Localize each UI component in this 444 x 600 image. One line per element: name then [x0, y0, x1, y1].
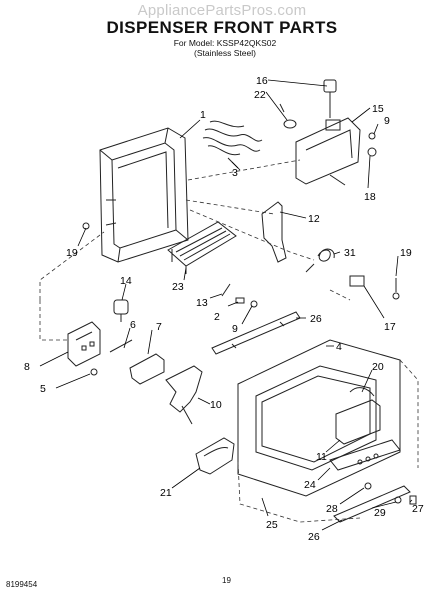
leader-18: [367, 155, 371, 189]
model-info: For Model: KSSP42QKS02 (Stainless Steel): [160, 38, 290, 58]
leader-7: [147, 329, 153, 355]
callout-28: 28: [326, 503, 338, 515]
leader-28: [339, 487, 365, 505]
callout-23: 23: [172, 281, 184, 293]
part-5-screw: [90, 368, 98, 376]
leader-11: [325, 439, 341, 453]
part-26-rail-lower: [333, 485, 411, 523]
part-2-clip: [235, 297, 245, 304]
part-22-connector: [279, 103, 297, 129]
part-3-harness: [202, 120, 263, 169]
part-26-rail-upper: [211, 311, 301, 355]
part-28-screw: [364, 482, 372, 490]
leader-12: [279, 211, 307, 219]
leader-20: [361, 369, 373, 393]
callout-24: 24: [304, 479, 316, 491]
part-14-motor: [113, 299, 129, 322]
callout-25: 25: [266, 519, 278, 531]
leader-5: [55, 373, 91, 389]
callout-18: 18: [364, 191, 376, 203]
callout-17: 17: [384, 321, 396, 333]
callout-26-lower: 26: [308, 531, 320, 543]
document-number: 8199454: [6, 580, 38, 589]
callout-20: 20: [372, 361, 384, 373]
callout-27: 27: [412, 503, 424, 515]
leader-8: [39, 351, 69, 367]
leader-6: [123, 327, 131, 349]
part-23-grille: [167, 221, 237, 274]
callout-11: 11: [316, 451, 327, 463]
leader-17: [363, 285, 385, 319]
leader-9-top: [373, 123, 379, 135]
watermark-text: AppliancePartsPros.com: [137, 2, 307, 19]
callout-13: 13: [196, 297, 208, 309]
callout-7: 7: [156, 321, 162, 333]
finish-line: (Stainless Steel): [194, 48, 256, 58]
callout-9-top: 9: [384, 115, 390, 127]
leader-3: [231, 161, 241, 171]
leader-1: [179, 119, 201, 139]
callout-1: 1: [200, 109, 206, 121]
part-21-cup: [195, 437, 235, 475]
part-10-paddle: [165, 365, 203, 425]
callout-2: 2: [214, 311, 220, 323]
model-line: For Model: KSSP42QKS02: [173, 38, 277, 48]
callout-29: 29: [374, 507, 386, 519]
page-title: DISPENSER FRONT PARTS: [106, 18, 338, 37]
leader-21: [171, 467, 201, 489]
leader-26-lower: [321, 519, 343, 531]
part-20-pcb: [335, 387, 381, 445]
leader-13: [209, 293, 223, 299]
callout-6: 6: [130, 319, 136, 331]
leader-24: [317, 467, 331, 481]
part-31-spring: [305, 248, 335, 273]
callout-19-right: 19: [400, 247, 412, 259]
leader-23: [183, 267, 187, 281]
leader-15: [351, 107, 371, 123]
part-12-bracket: [261, 201, 287, 263]
part-29-screw: [394, 496, 402, 504]
callout-31: 31: [344, 247, 356, 259]
callout-19-left: 19: [66, 247, 78, 259]
callout-5: 5: [40, 383, 46, 395]
page-number: 19: [222, 576, 231, 585]
part-19-screw-left: [82, 222, 90, 230]
leader-29: [371, 501, 397, 509]
leader-10: [197, 397, 211, 405]
callout-15: 15: [372, 103, 384, 115]
callout-12: 12: [308, 213, 320, 225]
leader-16: [267, 79, 328, 87]
leader-22: [265, 91, 288, 121]
callout-3: 3: [232, 167, 238, 179]
callout-10: 10: [210, 399, 222, 411]
callout-4: 4: [336, 341, 342, 353]
leader-2: [227, 301, 239, 307]
callout-22: 22: [254, 89, 266, 101]
leader-9-lower: [241, 305, 253, 325]
callout-16: 16: [256, 75, 268, 87]
leader-19-left: [77, 227, 87, 247]
callout-26-upper: 26: [310, 313, 322, 325]
part-15-control-bracket: [295, 117, 377, 186]
leader-27: [409, 499, 413, 503]
part-13-pin: [221, 283, 231, 297]
part-6-rod: [109, 339, 133, 353]
part-27-clip: [409, 495, 417, 505]
callout-14: 14: [120, 275, 132, 287]
callout-9-lower: 9: [232, 323, 238, 335]
part-9-screw-lower: [250, 300, 258, 308]
part-17-bracket: [349, 275, 400, 300]
leader-25: [261, 497, 269, 517]
leader-19-right: [395, 255, 399, 277]
leader-31: [333, 251, 341, 255]
callout-8: 8: [24, 361, 30, 373]
leader-14: [121, 283, 127, 301]
part-24-strip: [329, 439, 401, 471]
part-8-solenoid: [67, 321, 101, 367]
part-1-housing: [99, 127, 189, 263]
part-7-pivot: [129, 353, 165, 385]
callout-21: 21: [160, 487, 172, 499]
